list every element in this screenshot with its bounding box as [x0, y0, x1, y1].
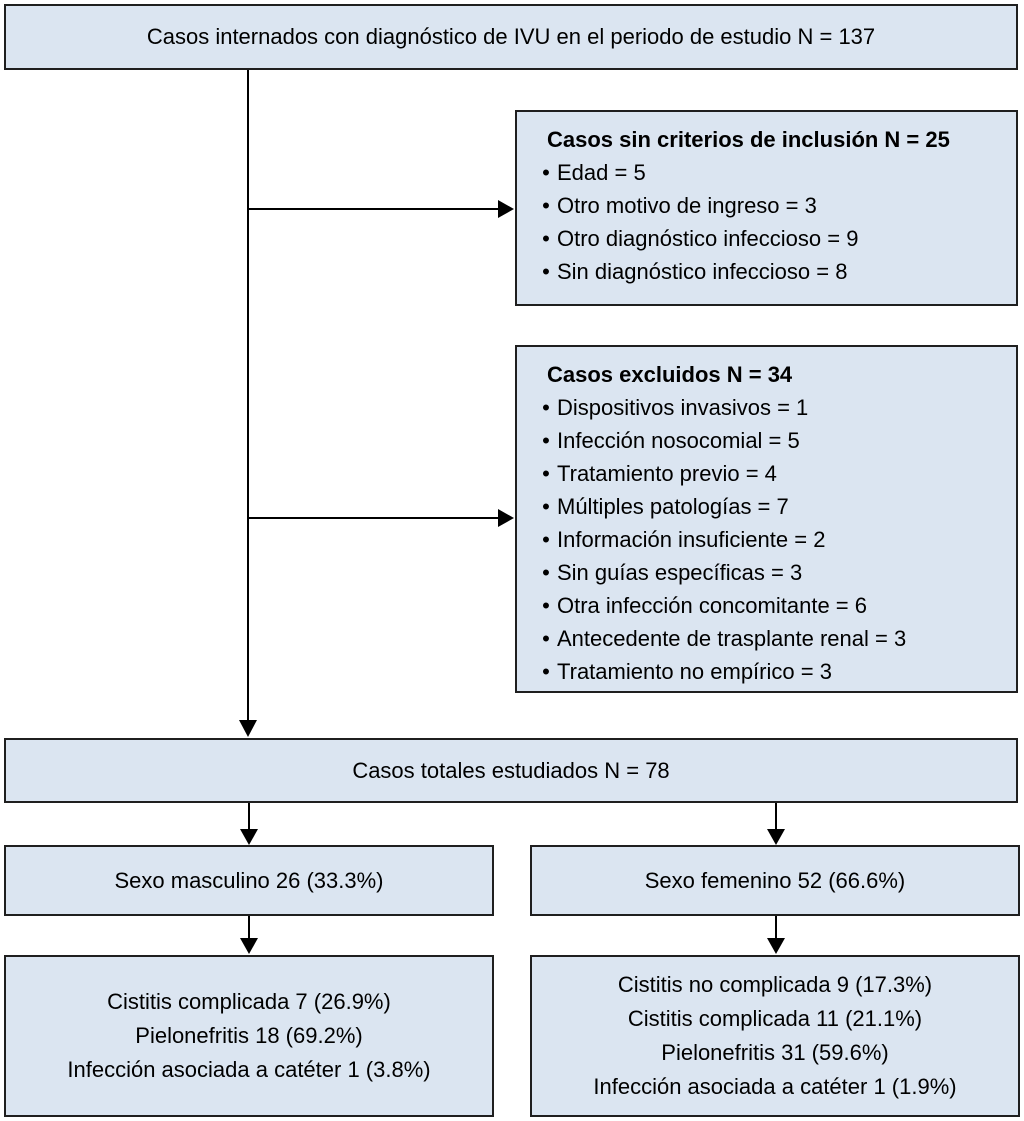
arrowhead-down-icon: [239, 720, 257, 737]
arrowhead-down-icon: [240, 938, 258, 954]
list-item: • Tratamiento no empírico = 3: [517, 655, 1006, 688]
diagnosis-line: Cistitis no complicada 9 (17.3%): [617, 972, 933, 997]
connector-female-to-dx: [767, 916, 785, 954]
bullet-icon: •: [542, 160, 550, 185]
list-item-label: Información insuficiente = 2: [557, 527, 826, 552]
list-item: • Sin guías específicas = 3: [517, 556, 1006, 589]
bullet-icon: •: [542, 226, 550, 251]
bullet-icon: •: [542, 494, 550, 519]
bullet-icon: •: [542, 560, 550, 585]
list-item: • Otro diagnóstico infeccioso = 9: [517, 222, 1006, 255]
bullet-icon: •: [542, 659, 550, 684]
list-item-label: Múltiples patologías = 7: [557, 494, 789, 519]
arrowhead-down-icon: [240, 829, 258, 845]
list-item-label: Infección nosocomial = 5: [557, 428, 800, 453]
box-excluded-cases: Casos excluidos N = 34 • Dispositivos in…: [515, 345, 1018, 693]
diagnosis-line: Pielonefritis 18 (69.2%): [135, 1023, 363, 1048]
list-item-label: Sin guías específicas = 3: [557, 560, 803, 585]
box-total-admitted-label: Casos internados con diagnóstico de IVU …: [146, 24, 876, 50]
list-item-label: Otra infección concomitante = 6: [557, 593, 867, 618]
list-item-label: Antecedente de trasplante renal = 3: [557, 626, 907, 651]
connector-top-to-total: [239, 70, 257, 737]
box-female-sex: Sexo femenino 52 (66.6%): [530, 845, 1020, 916]
list-item: • Sin diagnóstico infeccioso = 8: [517, 255, 1006, 288]
bullet-icon: •: [542, 193, 550, 218]
list-item-label: Dispositivos invasivos = 1: [557, 395, 809, 420]
box-male-sex: Sexo masculino 26 (33.3%): [4, 845, 494, 916]
bullet-icon: •: [542, 626, 550, 651]
list-item: • Infección nosocomial = 5: [517, 424, 1006, 457]
diagnosis-line: Pielonefritis 31 (59.6%): [661, 1040, 889, 1065]
box-male-diagnoses: Cistitis complicada 7 (26.9%) Pielonefri…: [4, 955, 494, 1117]
arrowhead-down-icon: [767, 938, 785, 954]
list-item-label: Sin diagnóstico infeccioso = 8: [557, 259, 848, 284]
list-item: • Dispositivos invasivos = 1: [517, 391, 1006, 424]
box-no-inclusion-criteria: Casos sin criterios de inclusión N = 25 …: [515, 110, 1018, 306]
connector-total-to-male: [240, 803, 258, 845]
bullet-icon: •: [542, 395, 550, 420]
connector-male-to-dx: [240, 916, 258, 954]
arrowhead-down-icon: [767, 829, 785, 845]
box-total-admitted: Casos internados con diagnóstico de IVU …: [4, 4, 1018, 70]
list-item: • Múltiples patologías = 7: [517, 490, 1006, 523]
arrowhead-right-icon: [498, 509, 514, 527]
diagnosis-line: Cistitis complicada 11 (21.1%): [627, 1006, 923, 1031]
bullet-icon: •: [542, 461, 550, 486]
connector-branch-exclusion-2: [248, 509, 514, 527]
list-item: • Información insuficiente = 2: [517, 523, 1006, 556]
box-total-studied-label: Casos totales estudiados N = 78: [352, 757, 670, 783]
box-no-inclusion-criteria-title: Casos sin criterios de inclusión N = 25: [547, 127, 950, 152]
list-item: • Otra infección concomitante = 6: [517, 589, 1006, 622]
bullet-icon: •: [542, 428, 550, 453]
list-item-label: Otro diagnóstico infeccioso = 9: [557, 226, 859, 251]
diagnosis-line: Infección asociada a catéter 1 (1.9%): [593, 1074, 957, 1099]
box-excluded-cases-title: Casos excluidos N = 34: [547, 362, 793, 387]
list-item-label: Tratamiento no empírico = 3: [557, 659, 832, 684]
list-item-label: Tratamiento previo = 4: [557, 461, 777, 486]
box-total-studied: Casos totales estudiados N = 78: [4, 738, 1018, 803]
list-item: • Edad = 5: [517, 156, 1006, 189]
box-female-sex-label: Sexo femenino 52 (66.6%): [644, 867, 906, 893]
connector-branch-exclusion-1: [248, 200, 514, 218]
list-item: • Otro motivo de ingreso = 3: [517, 189, 1006, 222]
box-female-diagnoses: Cistitis no complicada 9 (17.3%) Cistiti…: [530, 955, 1020, 1117]
list-item: • Tratamiento previo = 4: [517, 457, 1006, 490]
arrowhead-right-icon: [498, 200, 514, 218]
list-item-label: Otro motivo de ingreso = 3: [557, 193, 817, 218]
diagnosis-line: Infección asociada a catéter 1 (3.8%): [67, 1057, 431, 1082]
list-item: • Antecedente de trasplante renal = 3: [517, 622, 1006, 655]
bullet-icon: •: [542, 593, 550, 618]
excluded-cases-list: • Dispositivos invasivos = 1 • Infección…: [517, 391, 1006, 688]
no-inclusion-criteria-list: • Edad = 5 • Otro motivo de ingreso = 3 …: [517, 156, 1006, 288]
box-male-sex-label: Sexo masculino 26 (33.3%): [114, 867, 384, 893]
connector-total-to-female: [767, 803, 785, 845]
list-item-label: Edad = 5: [557, 160, 646, 185]
bullet-icon: •: [542, 259, 550, 284]
diagnosis-line: Cistitis complicada 7 (26.9%): [107, 989, 391, 1014]
bullet-icon: •: [542, 527, 550, 552]
